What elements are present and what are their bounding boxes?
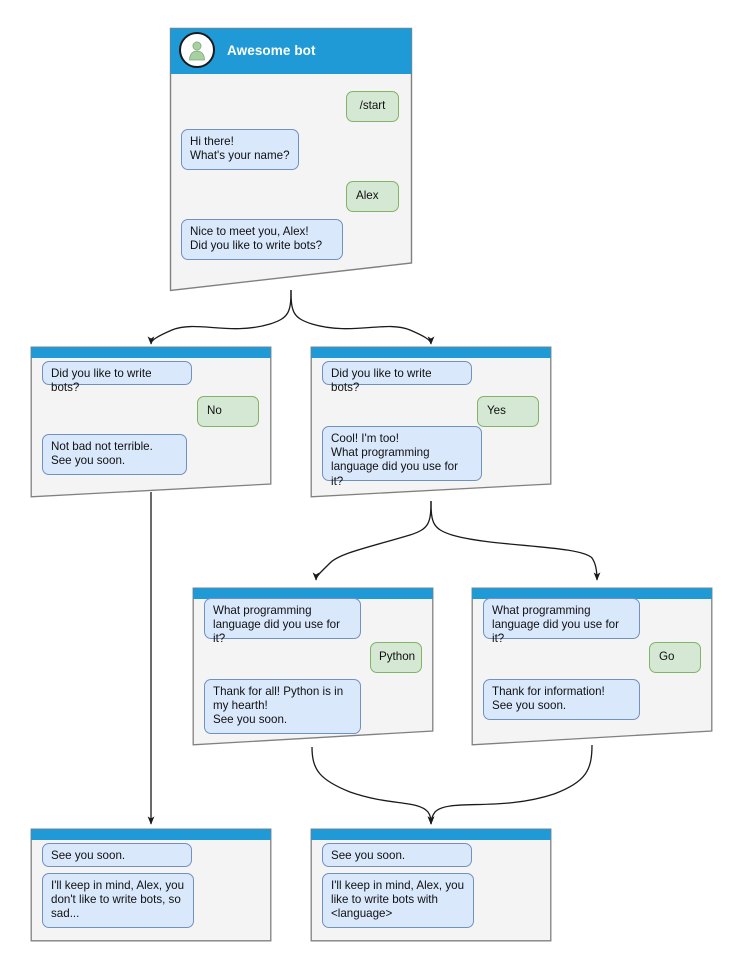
card-content: See you soon. I'll keep in mind, Alex, y… [310,828,552,942]
card-content: Did you like to write bots? No Not bad n… [30,346,272,498]
bot-title: Awesome bot [227,42,316,58]
edge-yes-to-python [312,500,432,581]
message-bubble-user[interactable]: Python [370,642,422,673]
card-branch-yes[interactable]: Did you like to write bots? Yes Cool! I'… [310,346,552,498]
message-bubble-bot[interactable]: Nice to meet you, Alex! Did you like to … [181,219,343,260]
card-branch-python[interactable]: What programming language did you use fo… [192,587,434,746]
card-content: Awesome bot /start Hi there! What's your… [169,27,413,293]
card-content: Did you like to write bots? Yes Cool! I'… [310,346,552,498]
card-branch-go[interactable]: What programming language did you use fo… [471,587,713,746]
message-bubble-bot[interactable]: Hi there! What's your name? [181,129,299,170]
message-bubble-bot[interactable]: Cool! I'm too! What programming language… [322,426,482,488]
edge-root-to-yes [290,289,435,345]
message-bubble-user[interactable]: /start [346,91,399,122]
card-root[interactable]: Awesome bot /start Hi there! What's your… [169,27,413,293]
message-bubble-user[interactable]: Go [649,642,701,673]
card-header: Awesome bot [169,27,413,73]
message-bubble-bot[interactable]: Thank for information! See you soon. [483,679,640,720]
message-bubble-bot[interactable]: I'll keep in mind, Alex, you like to wri… [322,873,474,928]
message-bubble-user[interactable]: Yes [477,396,539,427]
message-bubble-bot[interactable]: What programming language did you use fo… [483,598,640,645]
user-avatar-icon [179,32,215,68]
edge-go-to-end-happy [427,744,593,825]
message-bubble-bot[interactable]: Thank for all! Python is in my hearth! S… [204,679,361,734]
edge-yes-to-go [430,500,601,581]
card-content: What programming language did you use fo… [471,587,713,746]
message-bubble-bot[interactable]: What programming language did you use fo… [204,598,361,645]
message-bubble-bot[interactable]: I'll keep in mind, Alex, you don't like … [42,873,194,928]
card-end-sad[interactable]: See you soon. I'll keep in mind, Alex, y… [30,828,272,942]
message-bubble-user[interactable]: Alex [346,181,399,212]
edge-python-to-end-happy [311,746,435,825]
card-content: See you soon. I'll keep in mind, Alex, y… [30,828,272,942]
edge-root-to-no [147,289,292,345]
message-bubble-bot[interactable]: Not bad not terrible. See you soon. [42,434,187,475]
card-end-happy[interactable]: See you soon. I'll keep in mind, Alex, y… [310,828,552,942]
card-branch-no[interactable]: Did you like to write bots? No Not bad n… [30,346,272,498]
message-bubble-user[interactable]: No [197,396,259,427]
message-bubble-bot[interactable]: Did you like to write bots? [322,361,472,394]
card-content: What programming language did you use fo… [192,587,434,746]
message-bubble-bot[interactable]: See you soon. [322,843,472,867]
message-bubble-bot[interactable]: See you soon. [42,843,192,867]
message-bubble-bot[interactable]: Did you like to write bots? [42,361,192,394]
